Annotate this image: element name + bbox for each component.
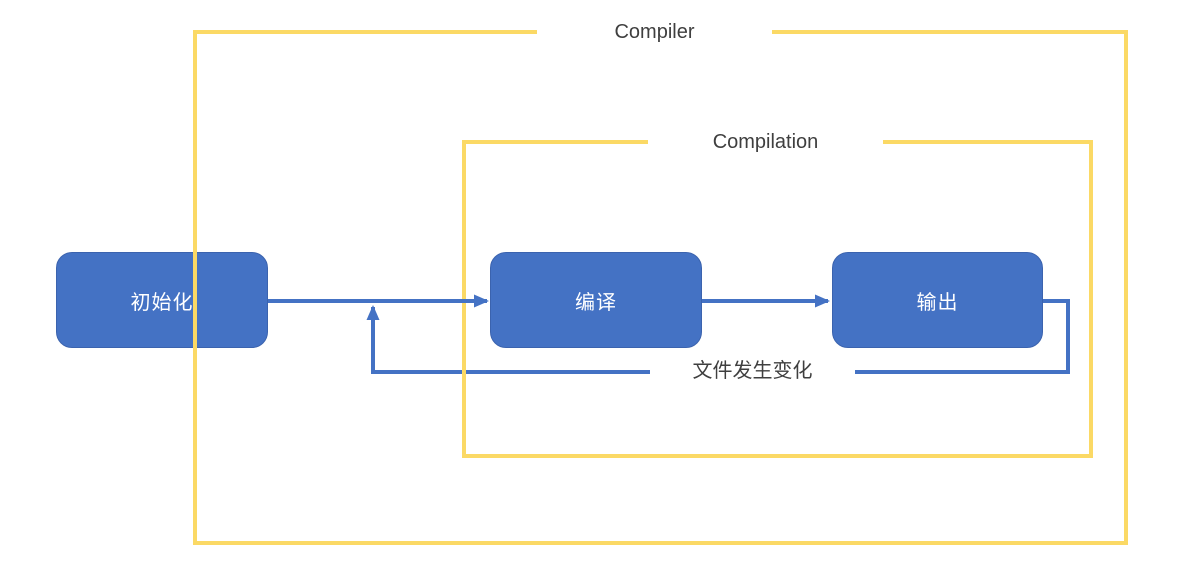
node-init: 初始化 — [56, 252, 268, 348]
group-compiler-label: Compiler — [537, 19, 772, 45]
group-compilation-border — [462, 140, 1093, 458]
edge-feedback-label: 文件发生变化 — [650, 358, 855, 384]
node-init-label: 初始化 — [130, 291, 194, 314]
group-compilation-label: Compilation — [648, 129, 883, 155]
